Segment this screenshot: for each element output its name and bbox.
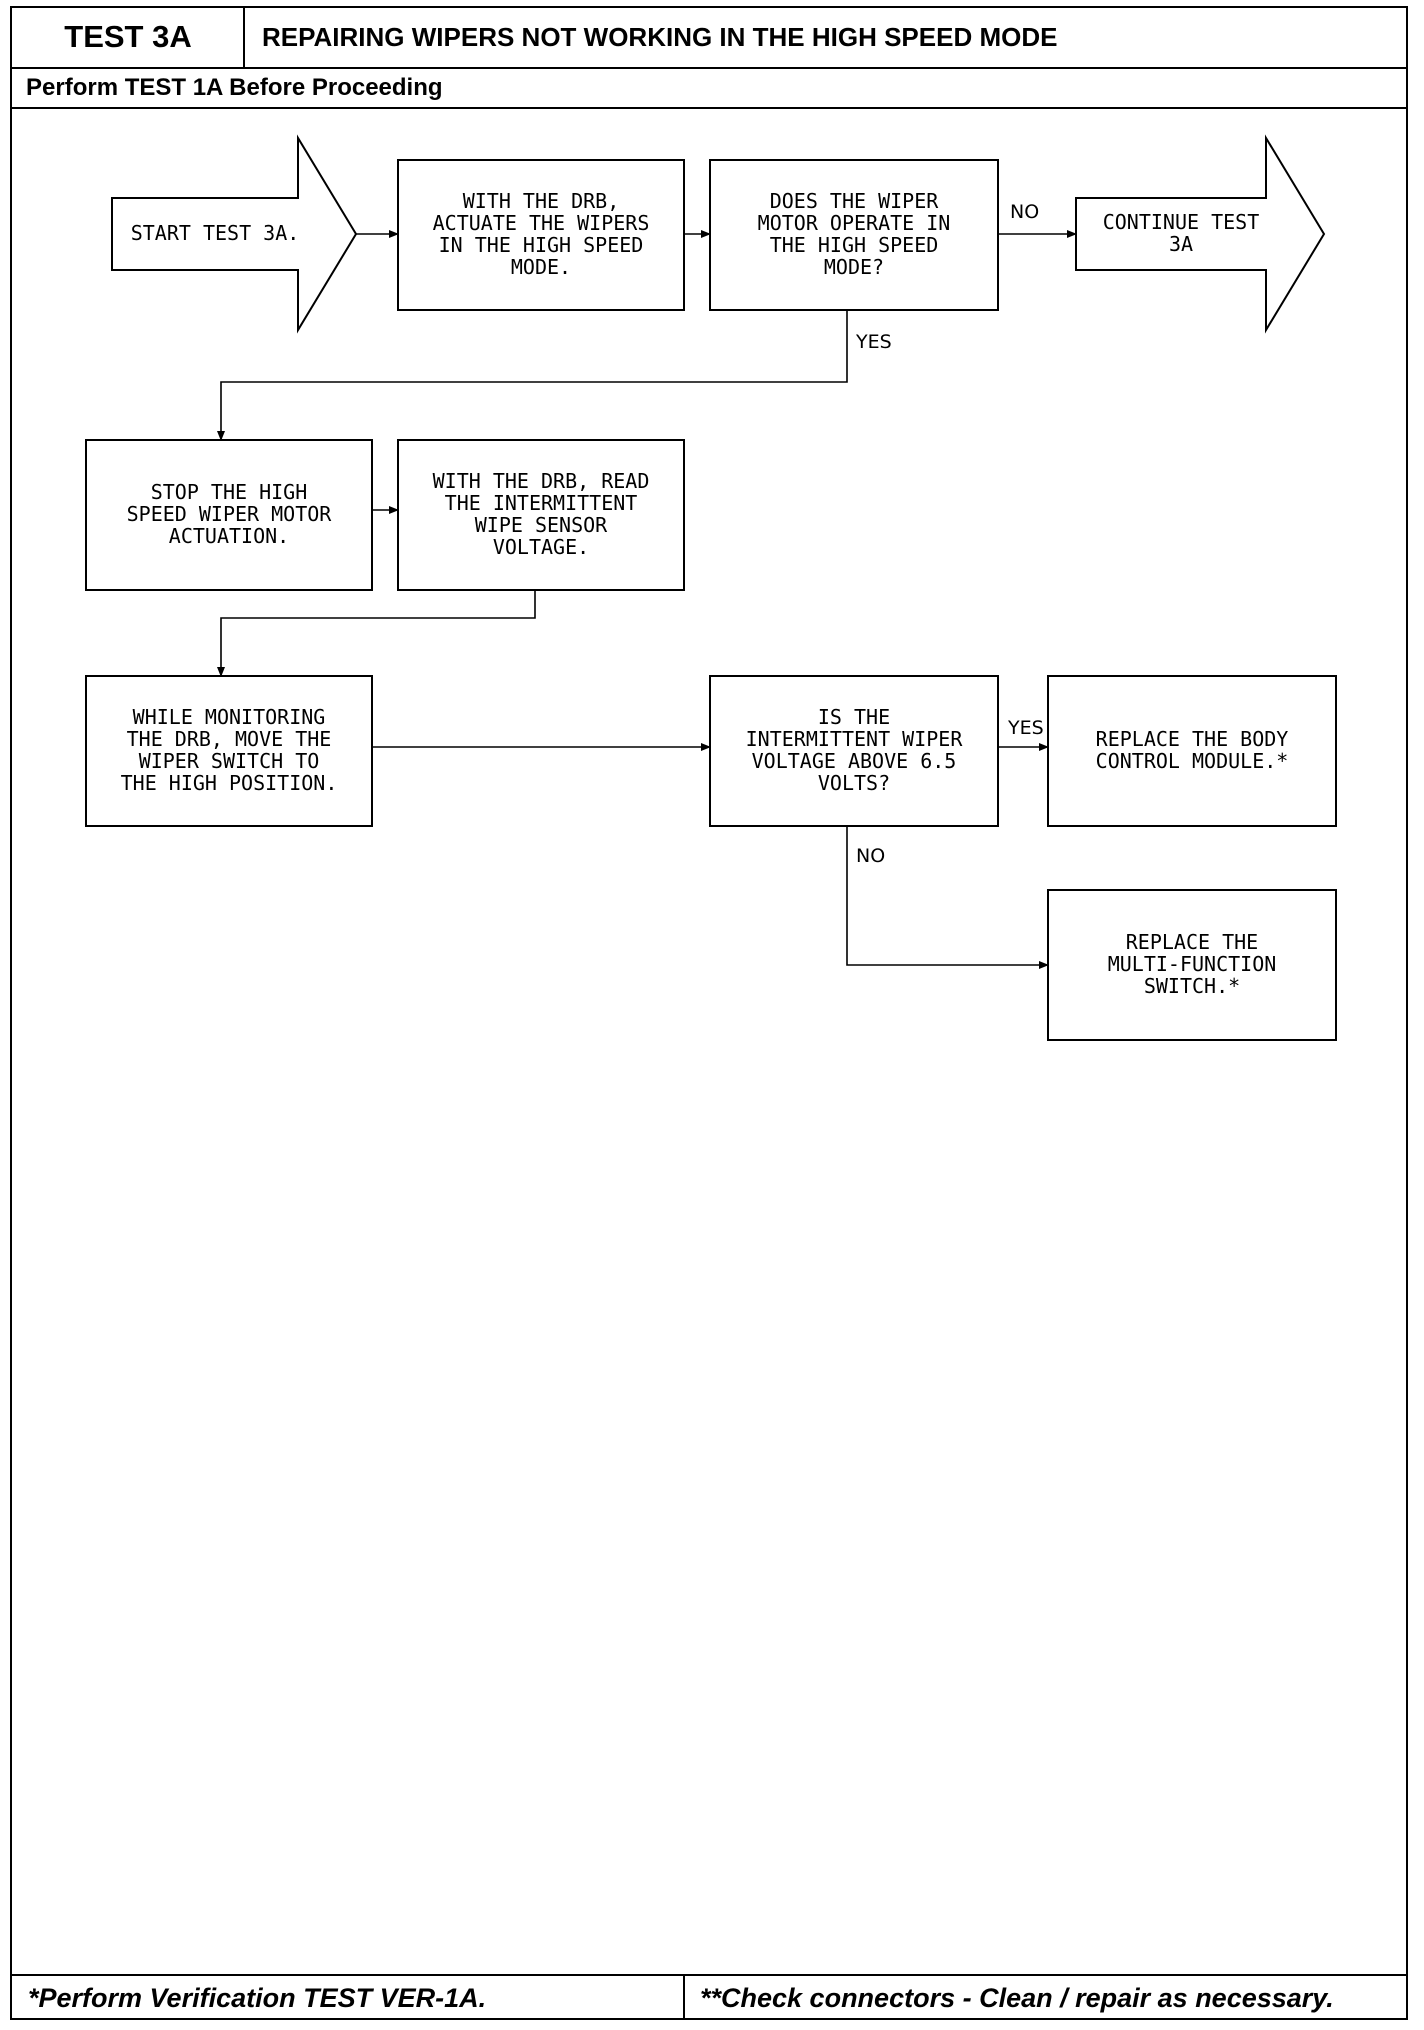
edge-voltage-q-to-replace-bcm: YES (998, 717, 1049, 751)
process-box (397, 439, 685, 591)
node-text-line: MODE. (511, 255, 571, 279)
process-box (709, 159, 999, 311)
edge-operate-q-to-stop: YES (217, 310, 892, 441)
node-text-line: IN THE HIGH SPEED (439, 233, 644, 257)
node-text-line: THE HIGH SPEED (770, 233, 939, 257)
process-box (85, 675, 373, 827)
node-text-line: SWITCH.* (1144, 974, 1240, 998)
node-text-line: MULTI-FUNCTION (1108, 952, 1277, 976)
node-start: START TEST 3A. (111, 134, 358, 334)
node-text-line: MOTOR OPERATE IN (758, 211, 951, 235)
node-text-line: THE HIGH POSITION. (121, 771, 338, 795)
node-text-line: MODE? (824, 255, 884, 279)
node-text-line: ACTUATE THE WIPERS (433, 211, 650, 235)
edge-voltage-q-to-replace-mfs: NO (846, 826, 1049, 969)
header-footer-rules (11, 7, 1407, 2019)
footer-connector-note: **Check connectors - Clean / repair as n… (700, 1983, 1334, 2013)
node-text-line: ACTUATION. (169, 524, 289, 548)
node-text-line: WITH THE DRB, (463, 189, 620, 213)
node-text-line: 3A (1169, 232, 1193, 256)
node-text-line: WIPE SENSOR (475, 513, 608, 537)
node-text-line: THE DRB, MOVE THE (127, 727, 332, 751)
node-text-line: REPLACE THE (1126, 930, 1258, 954)
terminal-arrow (111, 134, 358, 334)
edge-read-voltage-to-monitor (217, 590, 536, 677)
prerequisite-note: Perform TEST 1A Before Proceeding (26, 74, 443, 101)
edge-label: YES (1007, 717, 1044, 739)
edge-operate-q-to-continue: NO (998, 201, 1077, 238)
node-text-line: THE INTERMITTENT (445, 491, 638, 515)
node-text-line: VOLTAGE. (493, 535, 589, 559)
connector-line (217, 310, 848, 441)
node-text-line: WITH THE DRB, READ (433, 469, 650, 493)
node-text-line: SPEED WIPER MOTOR (127, 502, 333, 526)
terminal-arrow (1075, 134, 1326, 334)
process-box (397, 159, 685, 311)
node-text-line: WHILE MONITORING (133, 705, 326, 729)
page-frame (10, 6, 1408, 2020)
test-title: REPAIRING WIPERS NOT WORKING IN THE HIGH… (262, 22, 1058, 52)
node-text-line: CONTROL MODULE.* (1096, 749, 1289, 773)
node-text-line: REPLACE THE BODY (1096, 727, 1289, 751)
node-text-line: VOLTS? (818, 771, 890, 795)
node-text-line: WIPER SWITCH TO (139, 749, 320, 773)
node-text-line: CONTINUE TEST (1103, 210, 1260, 234)
process-box (1047, 675, 1337, 827)
process-box (1047, 889, 1337, 1041)
edge-label: NO (1010, 201, 1039, 223)
node-text-line: IS THE (818, 705, 890, 729)
process-box (709, 675, 999, 827)
footer-verification-note: *Perform Verification TEST VER-1A. (28, 1983, 487, 2013)
connector-line (217, 590, 536, 677)
flowchart-connectors: NO YES YES NO (217, 201, 1077, 969)
connector-line (846, 826, 1049, 969)
edge-label: YES (855, 331, 892, 353)
node-text-line: INTERMITTENT WIPER (746, 727, 964, 751)
edge-label: NO (856, 845, 885, 867)
test-id-label: TEST 3A (64, 19, 192, 54)
node-text-line: VOLTAGE ABOVE 6.5 (752, 749, 957, 773)
process-box (85, 439, 373, 591)
node-text-line: START TEST 3A. (131, 221, 300, 245)
flowchart-nodes: START TEST 3A. WITH THE DRB,ACTUATE THE W… (85, 134, 1337, 1041)
node-text-line: DOES THE WIPER (770, 189, 940, 213)
node-text-line: STOP THE HIGH (151, 480, 308, 504)
